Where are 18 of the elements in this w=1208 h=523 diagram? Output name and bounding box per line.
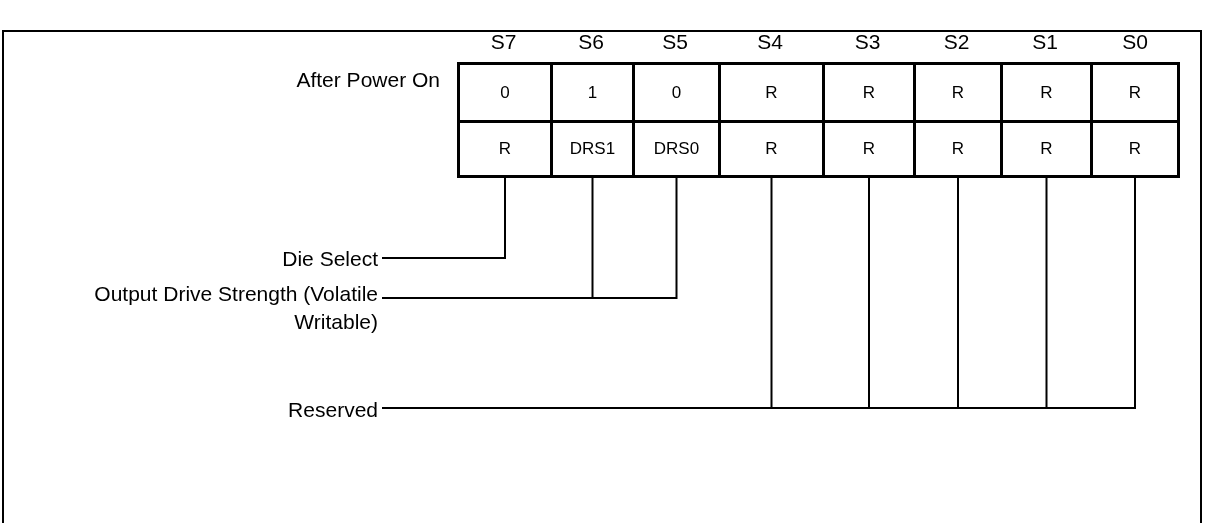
leader-line [381, 177, 506, 259]
field-label: Die Select [282, 247, 378, 271]
bit-cell: R [1090, 120, 1180, 178]
bit-header: S2 [942, 30, 971, 54]
row-label: After Power On [296, 68, 440, 92]
bit-header: S0 [1121, 30, 1149, 54]
field-label: Reserved [288, 398, 378, 422]
bit-cell: R [1090, 62, 1180, 123]
bit-header: S7 [489, 30, 518, 54]
bit-header: S6 [577, 30, 605, 54]
bit-header: S4 [756, 30, 784, 54]
field-label: Output Drive Strength (Volatile Writable) [58, 280, 378, 336]
bit-header: S5 [661, 30, 689, 54]
bit-cell: R [457, 120, 553, 178]
leader-line [381, 177, 678, 299]
bit-cell: 0 [457, 62, 553, 123]
bit-header: S1 [1031, 30, 1059, 54]
bit-header: S3 [853, 30, 882, 54]
